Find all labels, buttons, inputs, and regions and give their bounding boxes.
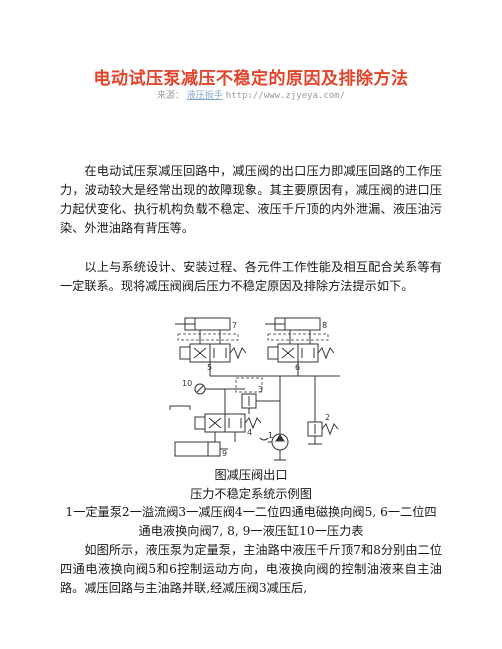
source-label: 来源： xyxy=(157,91,185,101)
label-3: 3 xyxy=(258,385,263,394)
cylinder-9 xyxy=(174,441,221,457)
body-paragraph-3: 如图所示，液压泵为定量泵，主油路中液压千斤顶7和8分别由二位四通电液换向阀5和6… xyxy=(60,543,442,595)
label-7: 7 xyxy=(232,321,237,330)
article-title: 电动试压泵减压不稳定的原因及排除方法 xyxy=(93,69,409,89)
label-8: 8 xyxy=(322,321,327,330)
label-9: 9 xyxy=(222,449,227,458)
label-4: 4 xyxy=(247,428,252,437)
label-10: 10 xyxy=(182,379,192,388)
hydraulic-circuit-diagram: 7 8 5 6 10 3 4 1 2 9 xyxy=(169,317,340,461)
figure-legend: 1一定量泵2一溢流阀3一减压阀4一二位四通电磁换向阀5, 6一二位四通电液换向阀… xyxy=(65,505,437,538)
body-paragraph-2: 以上与系统设计、安装过程、各元件工作性能及相互配合关系等有一定联系。现将减压阀阀… xyxy=(60,260,442,293)
label-6: 6 xyxy=(295,363,300,372)
figure-caption-line1: 图减压阀出口 xyxy=(214,468,288,482)
source-link[interactable]: 液压扳手 xyxy=(186,91,223,101)
body-paragraph-1: 在电动试压泵减压回路中，减压阀的出口压力即减压回路的工作压力，波动较大是经常出现… xyxy=(60,164,442,235)
source-line: 来源： 液压扳手 http://www.zjyeya.com/ xyxy=(0,88,502,101)
label-5: 5 xyxy=(207,363,212,372)
label-1: 1 xyxy=(268,431,273,440)
label-2: 2 xyxy=(325,413,330,422)
figure-caption-line2: 压力不稳定系统示例图 xyxy=(190,487,312,501)
source-url[interactable]: http://www.zjyeya.com/ xyxy=(225,91,345,101)
